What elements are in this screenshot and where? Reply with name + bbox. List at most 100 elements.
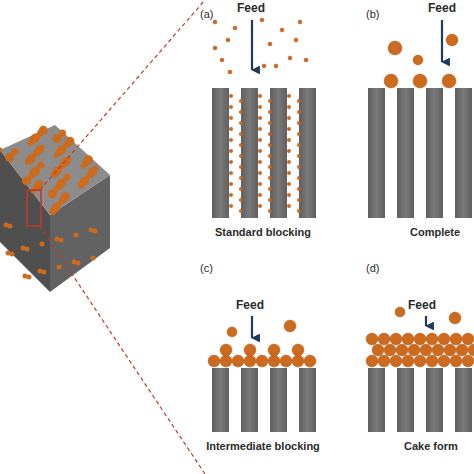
particle-group	[0, 126, 98, 280]
foulant-particle	[239, 110, 243, 114]
foulant-particle	[396, 344, 408, 356]
foulant-particle	[229, 149, 233, 153]
foulant-particle	[287, 204, 291, 208]
panel-letter: (b)	[366, 8, 379, 21]
foulant-particle	[390, 333, 402, 345]
foulant-particle	[268, 132, 272, 136]
pore-wall	[241, 368, 258, 432]
foulant-particle	[258, 116, 262, 120]
foulant-particle	[213, 20, 217, 24]
foulant-particle	[292, 344, 304, 356]
foulant-particle	[258, 138, 262, 142]
foulant-particle	[213, 46, 217, 50]
foulant-particle	[268, 165, 272, 169]
foulant-particle	[27, 154, 36, 163]
foulant-particle	[220, 58, 224, 62]
particle-group	[208, 18, 474, 367]
pore-wall	[455, 368, 472, 432]
pore-wall	[212, 368, 229, 432]
foulant-particle	[27, 275, 32, 280]
foulant-particle	[93, 229, 98, 234]
foulant-particle	[229, 182, 233, 186]
foulant-particle	[239, 154, 243, 158]
feed-arrows	[252, 20, 442, 338]
feed-label: Feed	[408, 298, 436, 312]
foulant-particle	[372, 344, 384, 356]
foulant-particle	[258, 160, 262, 164]
foulant-particle	[268, 209, 272, 213]
foulant-particle	[438, 333, 450, 345]
foulant-particle	[414, 355, 426, 367]
pore-wall	[270, 88, 287, 218]
foulant-particle	[268, 187, 272, 191]
panel-letter: (c)	[200, 262, 213, 275]
foulant-particle	[297, 176, 301, 180]
foulant-particle	[57, 145, 66, 154]
foulant-particle	[229, 193, 233, 197]
foulant-particle	[229, 105, 233, 109]
foulant-particle	[442, 74, 456, 88]
zoom-box	[27, 190, 41, 226]
foulant-particle	[297, 121, 301, 125]
foulant-particle	[268, 154, 272, 158]
pore-wall	[455, 88, 472, 218]
foulant-particle	[297, 154, 301, 158]
zoom-line	[40, 226, 205, 474]
foulant-particle	[287, 138, 291, 142]
panel-caption: Standard blocking	[215, 226, 311, 239]
foulant-particle	[220, 344, 232, 356]
foulant-particle	[450, 355, 462, 367]
foulant-particle	[64, 173, 71, 180]
foulant-particle	[304, 58, 308, 62]
foulant-particle	[239, 165, 243, 169]
foulant-particle	[287, 171, 291, 175]
panel-caption: Cake form	[404, 440, 458, 453]
pore-wall	[368, 368, 385, 432]
foulant-particle	[42, 270, 47, 275]
foulant-particle	[93, 166, 98, 171]
foulant-particle	[220, 355, 232, 367]
foulant-particle	[432, 344, 444, 356]
block-top	[0, 125, 110, 215]
pore-walls	[212, 88, 472, 432]
panel-letter: (d)	[366, 262, 379, 275]
foulant-particle	[395, 307, 405, 317]
foulant-particle	[449, 312, 461, 324]
foulant-particle	[297, 110, 301, 114]
foulant-particle	[287, 127, 291, 131]
foulant-particle	[229, 127, 233, 131]
membrane-block	[0, 125, 110, 292]
foulant-particle	[268, 110, 272, 114]
foulant-particle	[402, 333, 414, 345]
foulant-particle	[40, 242, 45, 247]
foulant-particle	[268, 344, 280, 356]
foulant-particle	[244, 355, 256, 367]
foulant-particle	[384, 74, 398, 88]
foulant-particle	[297, 187, 301, 191]
foulant-particle	[297, 143, 301, 147]
foulant-particle	[65, 137, 74, 146]
foulant-particle	[59, 130, 66, 137]
pore-wall	[241, 88, 258, 218]
foulant-particle	[366, 355, 378, 367]
foulant-particle	[258, 94, 262, 98]
foulant-particle	[297, 209, 301, 213]
foulant-particle	[274, 64, 278, 68]
foulant-particle	[233, 26, 237, 30]
foulant-particle	[414, 333, 426, 345]
foulant-particle	[287, 193, 291, 197]
foulant-particle	[8, 224, 13, 229]
pore-wall	[426, 368, 443, 432]
foulant-particle	[446, 34, 458, 46]
foulant-particle	[260, 18, 264, 22]
foulant-particle	[232, 355, 244, 367]
foulant-particle	[258, 204, 262, 208]
foulant-particle	[462, 333, 474, 345]
foulant-particle	[239, 198, 243, 202]
foulant-particle	[239, 121, 243, 125]
foulant-particle	[84, 155, 93, 164]
foulant-particle	[388, 41, 402, 55]
foulant-particle	[10, 252, 15, 257]
foulant-particle	[287, 105, 291, 109]
foulant-particle	[258, 127, 262, 131]
